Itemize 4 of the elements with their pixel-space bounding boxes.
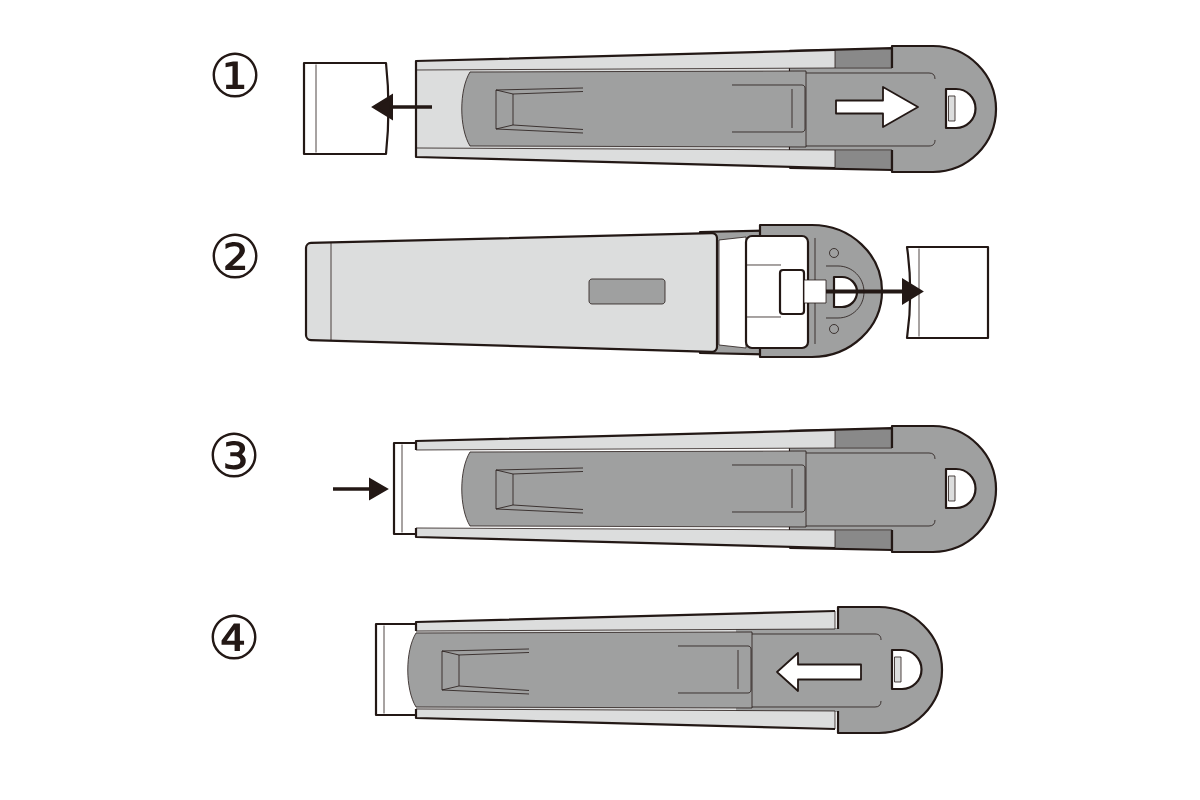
step-number: ④ [211,614,257,660]
step-number: ② [212,233,258,279]
step-number: ③ [211,432,257,478]
step-number: ① [212,52,258,98]
